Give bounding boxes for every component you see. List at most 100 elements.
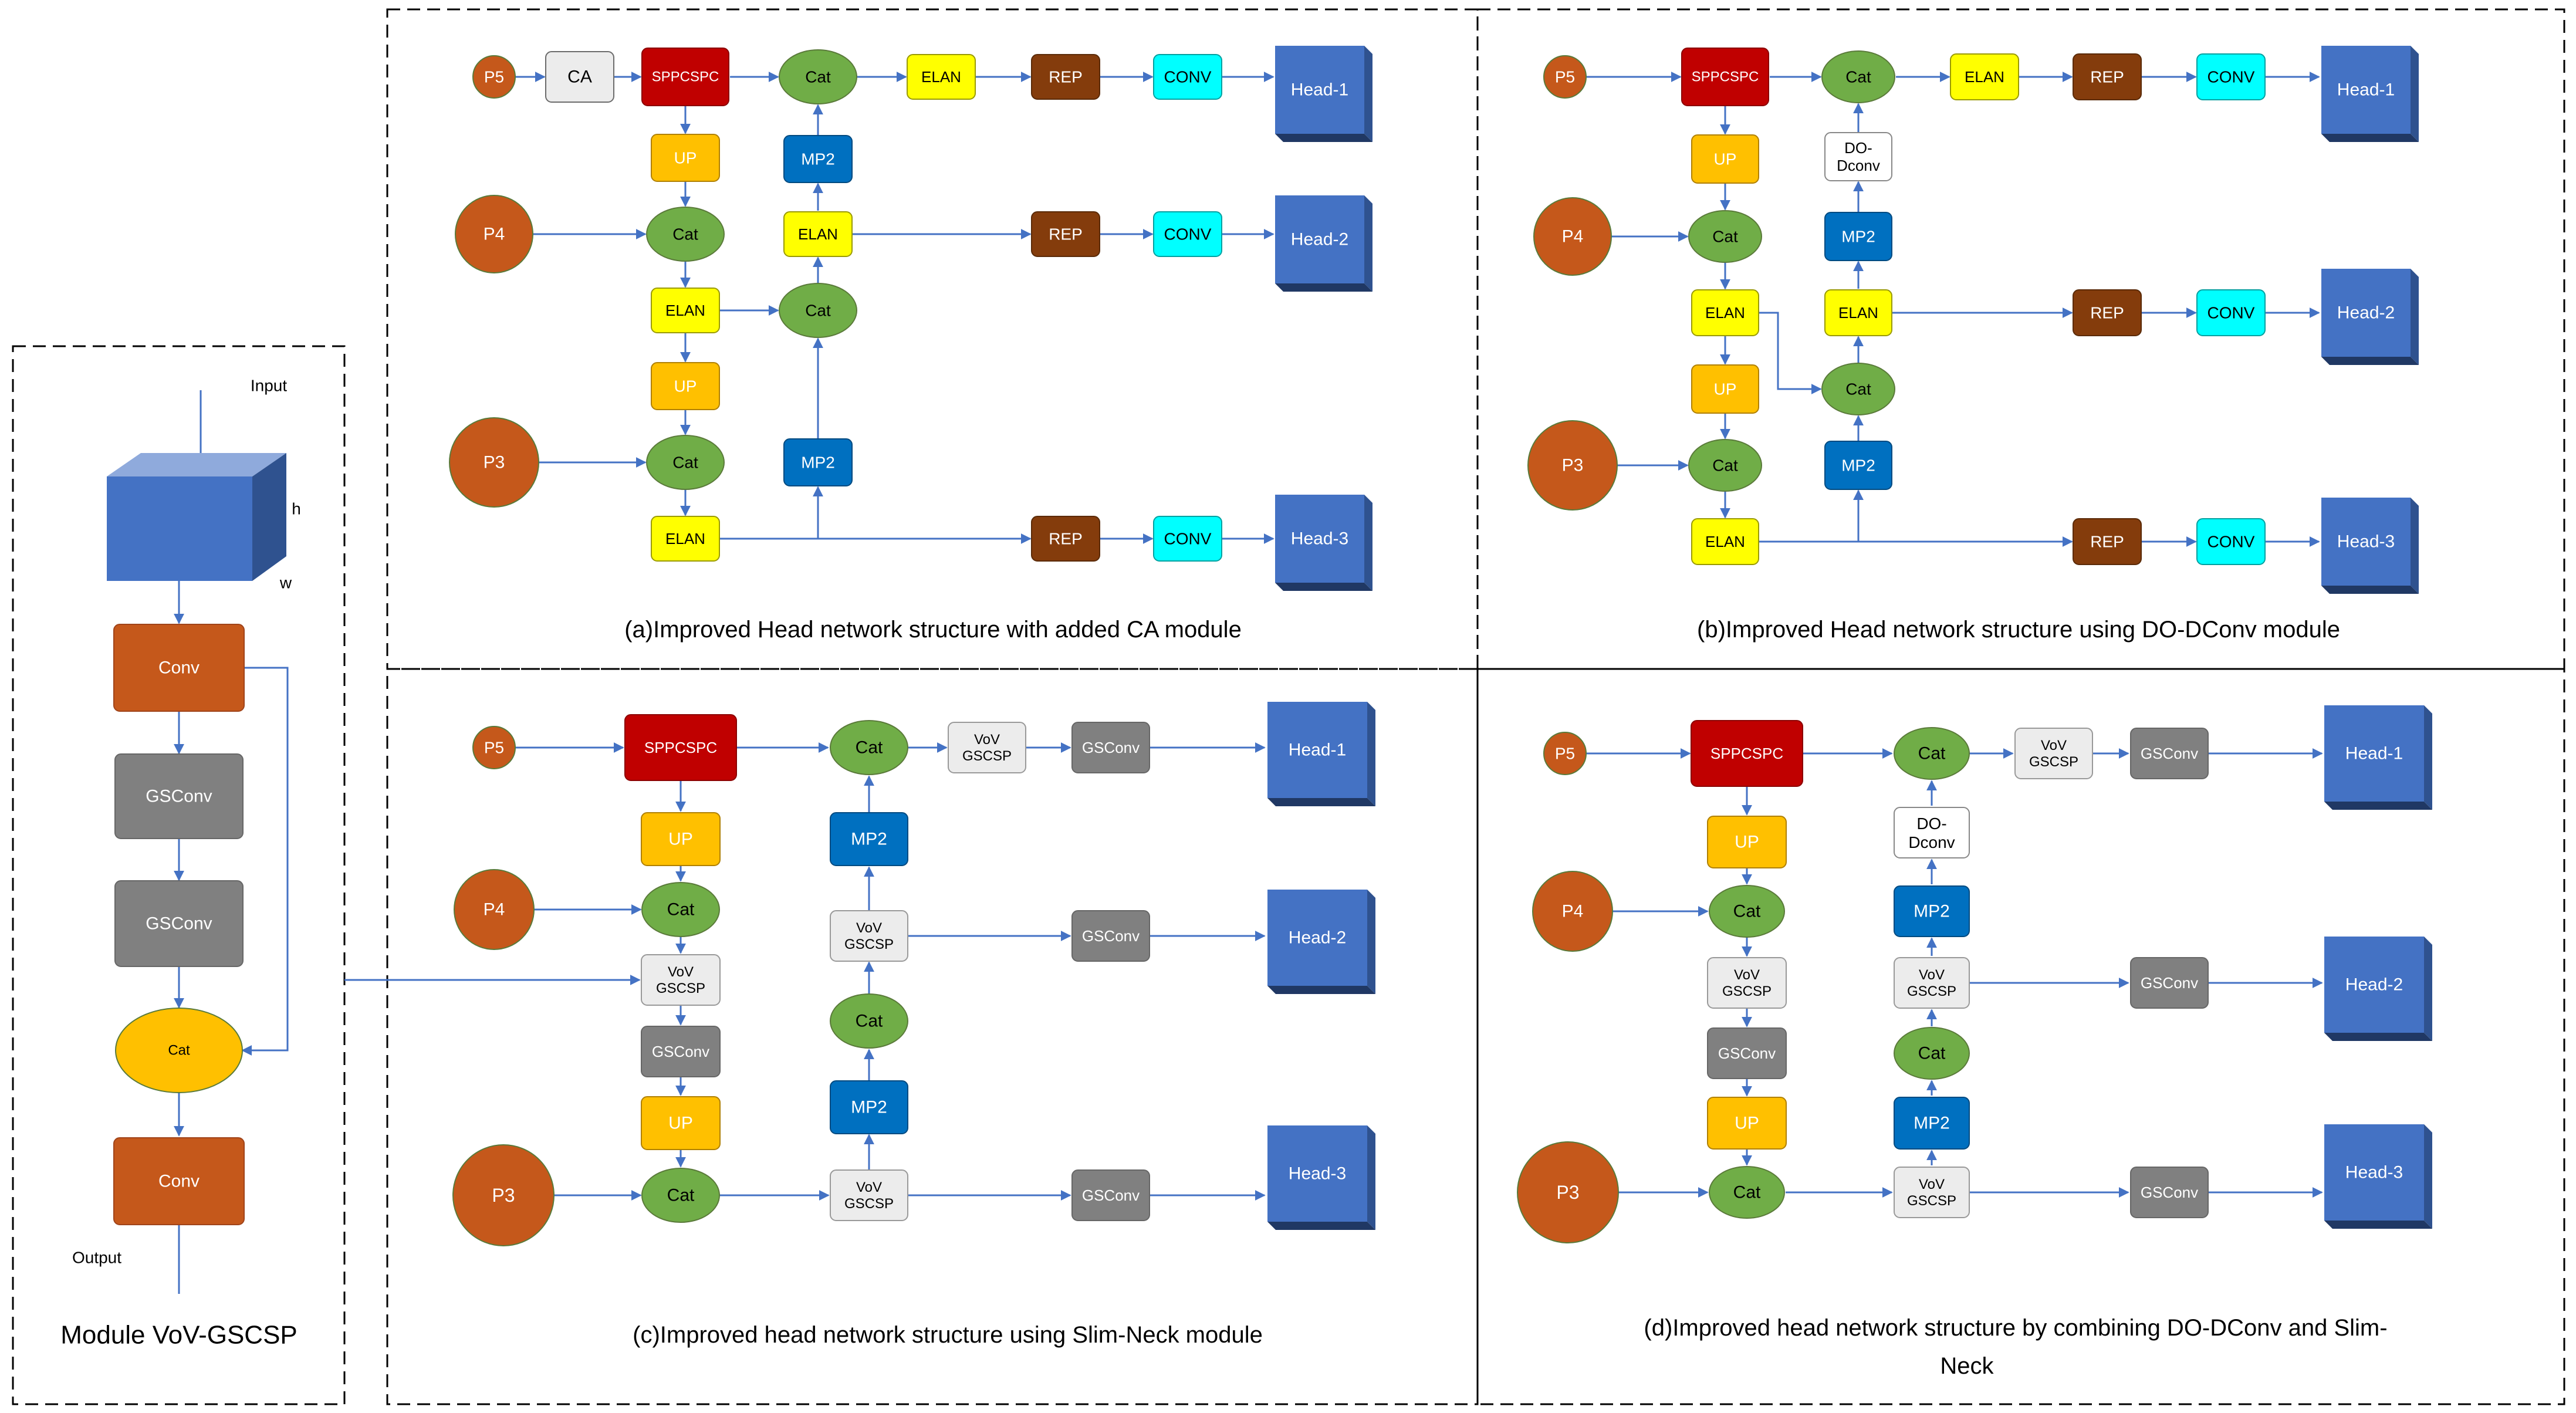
ca-block: CA <box>545 51 614 103</box>
p4-node-label: P4 <box>484 900 505 920</box>
cat-node-label: Cat <box>667 1186 695 1205</box>
sppcspc-block: SPPCSPC <box>641 48 729 106</box>
elan-block: ELAN <box>651 288 720 333</box>
up-block-label: UP <box>668 830 693 849</box>
cat-node-label: Cat <box>1845 380 1871 398</box>
gsconv-block: GSConv <box>641 1026 721 1077</box>
conv-block-label: CONV <box>1164 225 1212 244</box>
p4-node: P4 <box>1533 197 1612 276</box>
head-1-block-label: Head-1 <box>2345 744 2403 763</box>
head-3-block-label: Head-3 <box>1289 1164 1346 1184</box>
p4-node-label: P4 <box>484 225 505 244</box>
p4-node: P4 <box>455 195 533 273</box>
panel-c-caption: (c)Improved head network structure using… <box>633 1322 1263 1348</box>
h-label: h <box>292 500 301 518</box>
sppcspc-block-label: SPPCSPC <box>644 739 717 756</box>
sppcspc-block-label: SPPCSPC <box>652 69 719 85</box>
rep-block-label: REP <box>2090 533 2124 551</box>
rep-block: REP <box>2073 518 2142 565</box>
rep-block: REP <box>1031 516 1100 562</box>
p5-node-label: P5 <box>484 739 504 757</box>
sppcspc-block: SPPCSPC <box>1681 48 1769 106</box>
mp2-block-label: MP2 <box>1914 902 1950 921</box>
up-block-label: UP <box>1714 150 1737 168</box>
elan-block-label: ELAN <box>921 68 961 86</box>
head-3-block: Head-3 <box>2324 1124 2432 1229</box>
conv-block-1: Conv <box>113 624 245 712</box>
cat-node-label: Cat <box>1733 902 1761 921</box>
mp2-block-label: MP2 <box>801 454 835 472</box>
gsconv-block-1-label: GSConv <box>146 787 212 806</box>
rep-block: REP <box>1031 54 1100 100</box>
head-2-block: Head-2 <box>2324 937 2432 1041</box>
module-title: Module VoV-GSCSP <box>60 1321 298 1350</box>
conv-block: CONV <box>1153 516 1222 562</box>
rep-block: REP <box>2073 53 2142 100</box>
panel-d-caption-line-2: Neck <box>1940 1353 1994 1379</box>
mp2-block: MP2 <box>1824 212 1892 261</box>
gsconv-block: GSConv <box>2130 1167 2209 1218</box>
cat-node: Cat <box>1821 50 1895 103</box>
mp2-block: MP2 <box>1894 885 1970 937</box>
p3-node-label: P3 <box>484 453 505 472</box>
gsconv-block-label: GSConv <box>1718 1044 1776 1062</box>
elan-block: ELAN <box>1691 289 1759 336</box>
head-1-block-label: Head-1 <box>1291 80 1348 100</box>
conv-block-label: CONV <box>2207 304 2255 322</box>
dodconv-block: DO-Dconv <box>1824 132 1892 181</box>
cat-ellipse: Cat <box>115 1008 243 1093</box>
conv-block-2: Conv <box>113 1137 245 1225</box>
gsconv-block-label: GSConv <box>2141 974 2198 992</box>
head-3-block: Head-3 <box>1275 495 1372 591</box>
cat-node-label: Cat <box>672 225 698 244</box>
rep-block-label: REP <box>1049 530 1083 548</box>
conv-block-label: CONV <box>1164 530 1212 548</box>
p4-node-label: P4 <box>1562 902 1584 921</box>
up-block-label: UP <box>668 1114 693 1133</box>
feature-cube-icon <box>107 453 286 581</box>
elan-block-label: ELAN <box>1705 533 1745 550</box>
dodconv-block-label: DO-Dconv <box>1837 139 1880 174</box>
elan-block: ELAN <box>783 211 853 257</box>
gsconv-block: GSConv <box>2130 728 2209 779</box>
head-3-block-label: Head-3 <box>2345 1163 2403 1182</box>
mp2-block-label: MP2 <box>1841 457 1875 475</box>
up-block: UP <box>641 812 721 866</box>
conv-block-2-label: Conv <box>158 1172 200 1191</box>
cat-node-label: Cat <box>856 1012 883 1031</box>
gsconv-block-label: GSConv <box>1082 927 1140 945</box>
mp2-block-label: MP2 <box>1841 228 1875 246</box>
mp2-block-label: MP2 <box>801 150 835 168</box>
gsconv-block: GSConv <box>1071 722 1150 773</box>
conv-block: CONV <box>2196 518 2266 565</box>
conv-block-label: CONV <box>2207 533 2255 551</box>
up-block: UP <box>641 1096 721 1150</box>
head-1-block-label: Head-1 <box>2337 80 2395 100</box>
sppcspc-block-label: SPPCSPC <box>1710 745 1783 762</box>
rep-block-label: REP <box>2090 68 2124 86</box>
conv-block: CONV <box>1153 54 1222 100</box>
cat-node-label: Cat <box>1733 1183 1761 1202</box>
gsconv-block-label: GSConv <box>1082 1186 1140 1204</box>
p3-node-label: P3 <box>1562 456 1584 475</box>
gsconv-block: GSConv <box>1707 1027 1787 1079</box>
gsconv-block-2: GSConv <box>114 880 244 967</box>
head-1-block: Head-1 <box>2321 46 2419 142</box>
mp2-block-label: MP2 <box>851 1098 887 1117</box>
cat-node: Cat <box>1821 363 1895 415</box>
elan-block-label: ELAN <box>1705 304 1745 322</box>
head-2-block: Head-2 <box>1267 890 1375 994</box>
p3-node: P3 <box>1527 420 1618 511</box>
mp2-block: MP2 <box>783 135 853 183</box>
head-2-block-label: Head-2 <box>2345 975 2403 995</box>
gsconv-block: GSConv <box>2130 957 2209 1009</box>
cat-node: Cat <box>1894 1027 1970 1080</box>
head-3-block-label: Head-3 <box>2337 532 2395 552</box>
